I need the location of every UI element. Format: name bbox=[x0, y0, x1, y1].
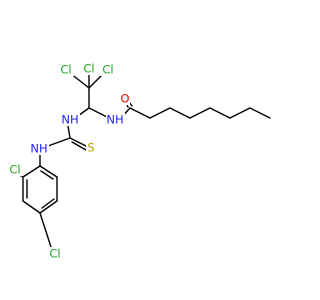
atom-cl-ortho: Cl bbox=[7, 163, 23, 177]
bond-chain-3 bbox=[169, 107, 191, 119]
bond-ring-cl-para bbox=[39, 212, 52, 248]
bond-nh-left-thiocarbonyl bbox=[67, 125, 71, 139]
atom-cl-left-label: Cl bbox=[60, 63, 71, 77]
atom-cl-para: Cl bbox=[47, 247, 63, 261]
bond-ring-double-3 bbox=[40, 170, 54, 180]
atom-cl-para-label: Cl bbox=[49, 247, 60, 261]
bond-chain-4 bbox=[189, 107, 211, 119]
atom-label-layer: Cl Cl Cl NH NH O bbox=[7, 62, 130, 261]
chemical-structure-diagram: Cl Cl Cl NH NH O bbox=[7, 61, 271, 261]
bond-chain-7 bbox=[249, 107, 271, 119]
atom-nh-left: NH bbox=[61, 113, 80, 127]
bond-chain-6 bbox=[229, 107, 251, 119]
bond-ring-4 bbox=[39, 200, 58, 214]
atom-s-label: S bbox=[87, 141, 94, 155]
bond-thiocarbonyl-s-b bbox=[71, 141, 87, 151]
atom-cl-top-label: Cl bbox=[83, 62, 94, 76]
atom-s: S bbox=[86, 141, 96, 155]
molecule-canvas: Cl Cl Cl NH NH O bbox=[7, 61, 271, 261]
atom-o-label: O bbox=[120, 92, 129, 106]
atom-o: O bbox=[120, 92, 130, 106]
atom-nh-right-label: NH bbox=[106, 113, 123, 127]
bond-chain-2 bbox=[149, 107, 171, 119]
atom-cl-top: Cl bbox=[81, 62, 97, 76]
bond-layer bbox=[17, 71, 271, 248]
atom-nh-aryl: NH bbox=[30, 142, 49, 156]
atom-cl-right: Cl bbox=[100, 63, 116, 77]
bond-ring-3 bbox=[22, 200, 41, 214]
bond-chain-5 bbox=[209, 107, 231, 119]
atom-cl-left: Cl bbox=[58, 63, 74, 77]
bond-ring-6 bbox=[39, 165, 58, 178]
bond-ring-1 bbox=[22, 165, 41, 178]
atom-nh-left-label: NH bbox=[61, 113, 78, 127]
bond-chain-1 bbox=[129, 107, 151, 119]
atom-nh-right: NH bbox=[106, 113, 125, 127]
bond-ch-nh-right bbox=[88, 107, 110, 119]
bond-ring-double-2 bbox=[41, 198, 55, 209]
bond-thiocarbonyl-nh-aryl bbox=[47, 137, 71, 147]
atom-nh-aryl-label: NH bbox=[30, 142, 47, 156]
atom-cl-ortho-label: Cl bbox=[9, 163, 20, 177]
bond-thiocarbonyl-s-a bbox=[69, 137, 87, 147]
atom-cl-right-label: Cl bbox=[102, 63, 113, 77]
